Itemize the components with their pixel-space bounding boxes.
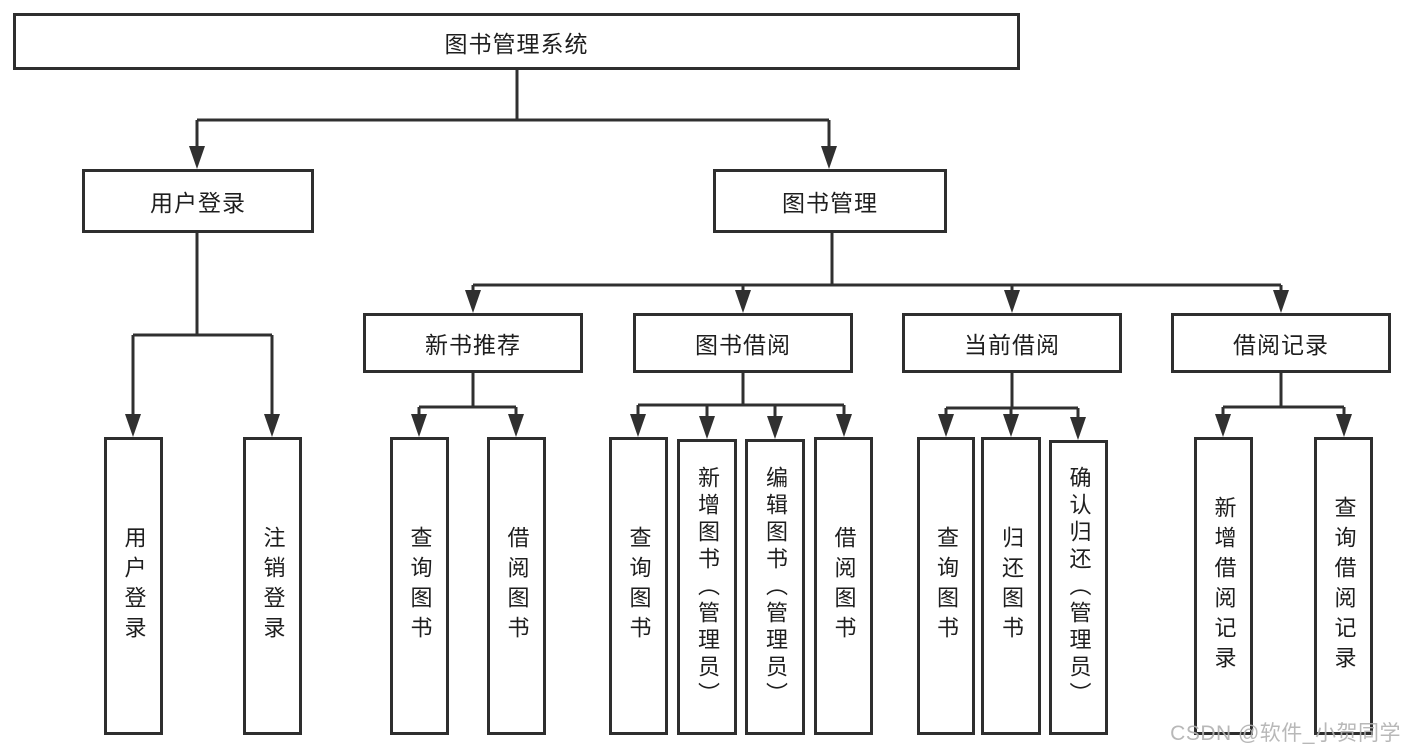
- node-book-management: 图书管理: [713, 169, 947, 233]
- arrowheads-level2: [189, 146, 837, 169]
- connector-root-to-level2: [195, 70, 831, 147]
- arrowheads-user-login-children: [125, 414, 280, 437]
- node-book-borrowing: 图书借阅: [633, 313, 853, 373]
- connector-user-login-children: [131, 233, 274, 415]
- leaf-query-books-borrow: 查询图书: [609, 437, 668, 735]
- leaf-confirm-return-admin: 确认归还（管理员）: [1049, 440, 1108, 735]
- connector-borrow-record-children: [1221, 373, 1346, 415]
- leaf-logout: 注销登录: [243, 437, 302, 735]
- node-current-borrowing: 当前借阅: [902, 313, 1122, 373]
- leaf-user-login: 用户登录: [104, 437, 163, 735]
- leaf-query-books-current: 查询图书: [917, 437, 975, 735]
- arrowheads-book-borrow-children: [630, 414, 852, 439]
- leaf-add-borrow-record: 新增借阅记录: [1194, 437, 1253, 735]
- leaf-add-books-admin: 新增图书（管理员）: [677, 439, 737, 735]
- node-library-management-system: 图书管理系统: [13, 13, 1020, 70]
- node-borrowing-records: 借阅记录: [1171, 313, 1391, 373]
- connector-book-borrow-children: [636, 373, 846, 417]
- leaf-borrow-books-recommend: 借阅图书: [487, 437, 546, 735]
- arrowheads-borrow-record-children: [1215, 414, 1352, 437]
- leaf-borrow-books: 借阅图书: [814, 437, 873, 735]
- arrowheads-new-book-children: [411, 414, 524, 437]
- connector-new-book-children: [417, 373, 518, 415]
- arrowheads-current-borrow-children: [938, 414, 1086, 440]
- node-user-login: 用户登录: [82, 169, 314, 233]
- leaf-query-borrow-record: 查询借阅记录: [1314, 437, 1373, 735]
- node-new-book-recommendation: 新书推荐: [363, 313, 583, 373]
- connector-book-mgmt-children: [471, 233, 1283, 291]
- leaf-query-books-recommend: 查询图书: [390, 437, 449, 735]
- connector-current-borrow-children: [944, 373, 1080, 418]
- leaf-edit-books-admin: 编辑图书（管理员）: [745, 439, 805, 735]
- arrowheads-book-mgmt-children: [465, 290, 1289, 313]
- leaf-return-books: 归还图书: [981, 437, 1041, 735]
- csdn-watermark: CSDN @软件_小贺同学: [1170, 722, 1401, 745]
